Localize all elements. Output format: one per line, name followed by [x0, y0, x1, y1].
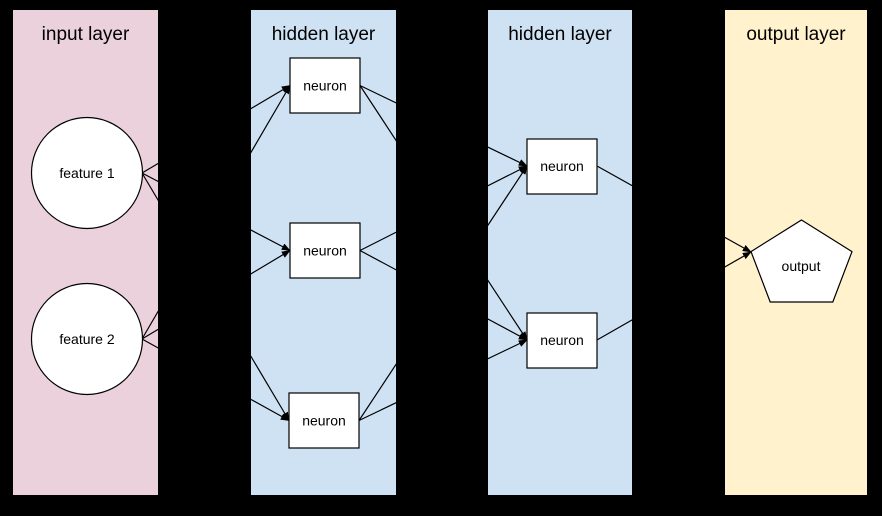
feature-2-circle [30, 282, 144, 396]
panel-input-layer [13, 10, 158, 495]
hidden-layer-1-title: hidden layer [272, 24, 376, 45]
node-feature-2: feature 2 [30, 282, 144, 396]
output-layer-title: output layer [746, 24, 846, 45]
node-hidden1-neuron-1: neuron [289, 57, 361, 114]
hidden2-neuron-2-label: neuron [540, 332, 584, 348]
node-hidden2-neuron-1: neuron [526, 138, 598, 195]
edge-feature2-h1n1 [141, 84, 291, 340]
edge-feature1-h1n1 [141, 84, 291, 174]
node-output: output [750, 219, 853, 303]
hidden2-neuron-1-label: neuron [540, 158, 584, 174]
feature-1-circle [30, 116, 144, 230]
edge-h2n1-output [596, 165, 752, 253]
edge-feature1-h1n3 [141, 172, 290, 422]
node-hidden2-neuron-2: neuron [526, 312, 598, 369]
feature-1-label: feature 1 [59, 165, 114, 181]
hidden1-neuron-1-label: neuron [303, 78, 347, 94]
input-layer-title: input layer [42, 24, 130, 45]
node-hidden1-neuron-2: neuron [289, 222, 361, 279]
edge-h1n3-h2n1 [358, 165, 528, 421]
node-hidden1-neuron-3: neuron [288, 392, 360, 449]
hidden1-neuron-2-label: neuron [303, 243, 347, 259]
edge-h1n2-h2n1 [359, 165, 528, 252]
output-pentagon [750, 219, 853, 303]
hidden2-neuron-1-box [526, 138, 598, 195]
edge-feature2-h1n2 [141, 249, 291, 340]
output-label: output [782, 258, 821, 274]
hidden2-neuron-2-box [526, 312, 598, 369]
hidden1-neuron-1-box [289, 57, 361, 114]
edge-h1n1-h2n2 [359, 85, 528, 341]
hidden1-neuron-2-box [289, 222, 361, 279]
edge-h2n2-output [596, 251, 752, 341]
hidden-layer-2-title: hidden layer [508, 24, 612, 45]
panel-hidden-layer-2 [488, 10, 632, 495]
hidden1-neuron-3-box [288, 392, 360, 449]
feature-2-label: feature 2 [59, 331, 114, 347]
edge-h1n2-h2n2 [359, 249, 528, 341]
hidden1-neuron-3-label: neuron [302, 413, 346, 429]
edge-feature2-h1n3 [141, 338, 290, 422]
edge-h1n3-h2n2 [358, 339, 528, 422]
edge-h1n1-h2n1 [359, 84, 528, 167]
node-feature-1: feature 1 [30, 116, 144, 230]
